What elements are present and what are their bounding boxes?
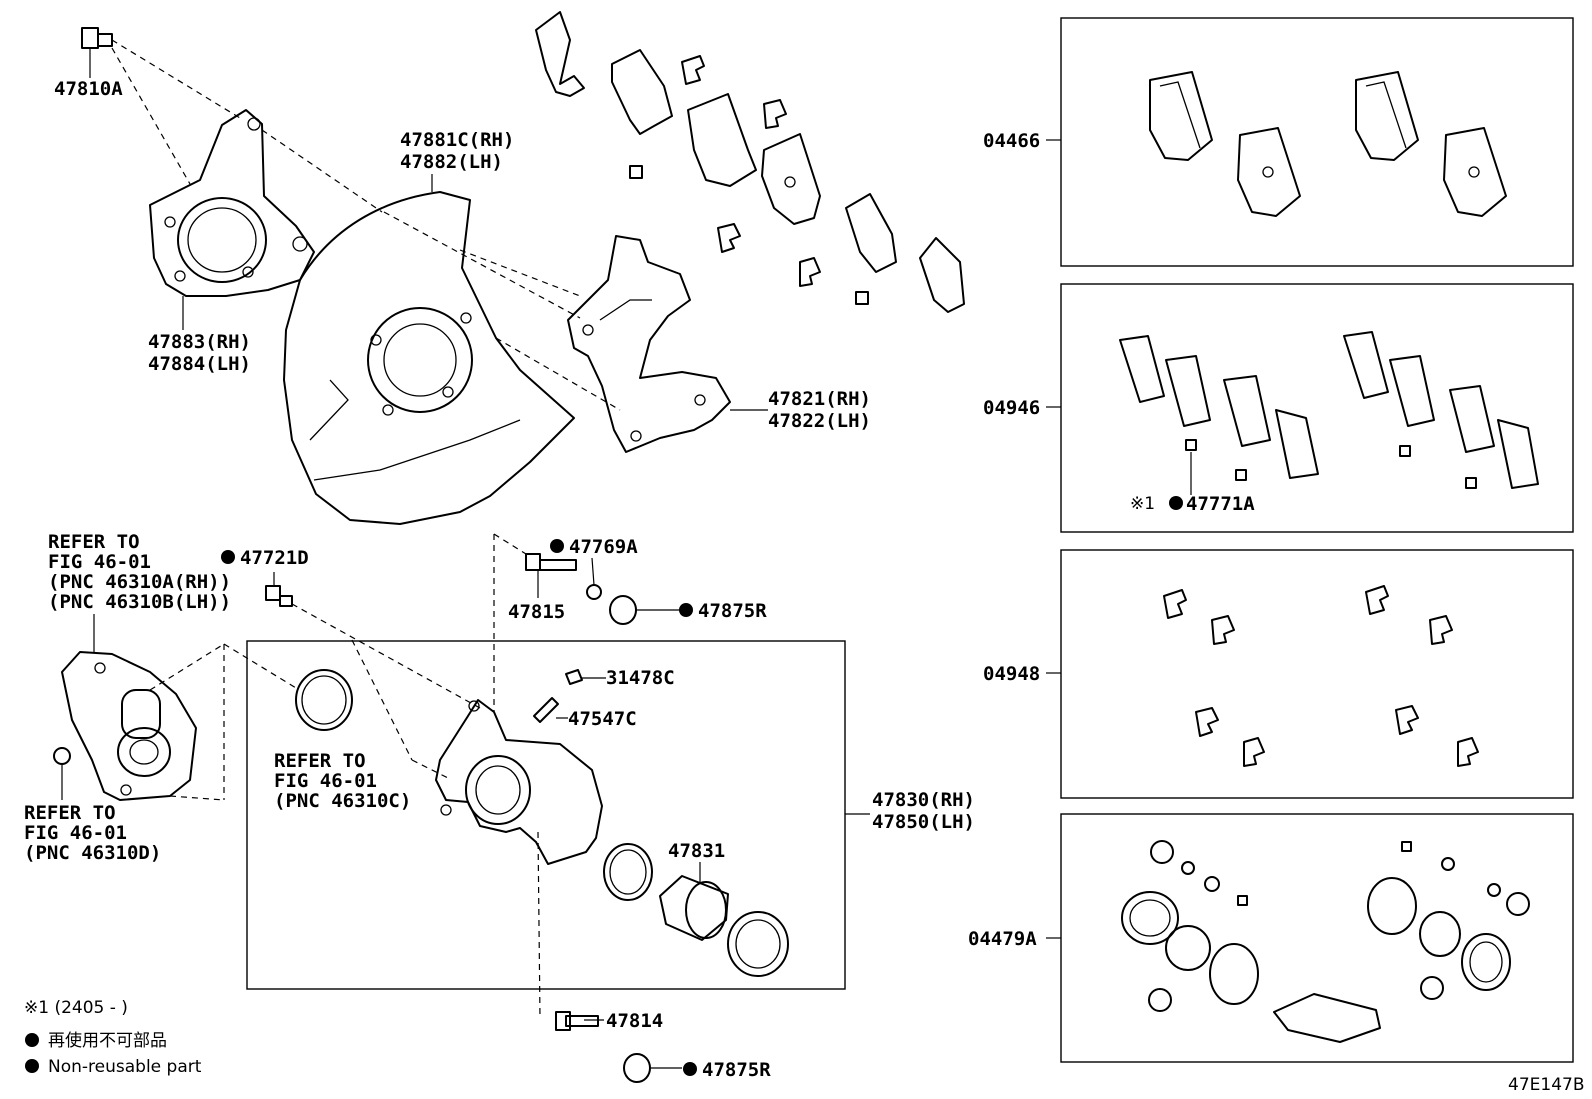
pad-set-04466 [1149, 71, 1507, 217]
parking-motor [61, 651, 197, 801]
callout-47881C: 47881C(RH) [400, 129, 514, 151]
callout-47875R-a: 47875R [698, 600, 767, 622]
kit-box-04948 [1060, 549, 1574, 799]
refer-b-line-1: REFER TO [274, 750, 366, 772]
callout-47850: 47850(LH) [872, 811, 975, 833]
boot-47769A [586, 584, 602, 600]
mounting-bracket-47821 [567, 235, 731, 453]
legend-dot-jp [25, 1033, 39, 1047]
seal-kit-04479A [1121, 840, 1530, 1043]
figure-id: 47E147B [1508, 1075, 1584, 1095]
cap-47875R-b [623, 1053, 651, 1083]
legend-dot-en [25, 1059, 39, 1073]
legend-note-1: ※1 (2405 - ) [24, 998, 128, 1018]
callout-47769A: 47769A [569, 536, 638, 558]
callout-47547C: 47547C [568, 708, 637, 730]
callout-04479A: 04479A [968, 928, 1037, 950]
refer-c-line-2: FIG 46-01 [24, 822, 127, 844]
knuckle-47883 [149, 109, 315, 297]
legend-en: Non-reusable part [48, 1057, 202, 1077]
piston-47831 [659, 875, 729, 941]
callout-47771A: 47771A [1186, 493, 1255, 515]
refer-a-line-2: FIG 46-01 [48, 551, 151, 573]
callout-47721D: 47721D [240, 547, 309, 569]
refer-b-line-3: (PNC 46310C) [274, 790, 411, 812]
callout-31478C: 31478C [606, 667, 675, 689]
refer-a-line-4: (PNC 46310B(LH)) [48, 591, 231, 613]
callout-47875R-b: 47875R [702, 1059, 771, 1081]
callout-47883: 47883(RH) [148, 331, 251, 353]
callout-47821: 47821(RH) [768, 388, 871, 410]
clip-set-04948 [1163, 585, 1479, 767]
seal-ring-refer-b [295, 669, 353, 731]
note-mark-47771A: ※1 [1130, 494, 1155, 514]
piston-boot [727, 911, 789, 977]
non-reusable-dot [221, 550, 235, 564]
non-reusable-dot [550, 539, 564, 553]
cap-31478C [565, 669, 583, 685]
pad-parts-top [535, 11, 965, 313]
refer-c-line-1: REFER TO [24, 802, 116, 824]
non-reusable-dot [1169, 496, 1183, 510]
caliper-box [246, 640, 846, 990]
bleeder-47547C [533, 697, 559, 723]
kit-box-04466 [1060, 17, 1574, 267]
cap-47875R-a [609, 595, 637, 625]
non-reusable-dot [683, 1062, 697, 1076]
bolt-47721D [265, 585, 293, 607]
callout-04946: 04946 [983, 397, 1040, 419]
callout-47814: 47814 [606, 1010, 663, 1032]
dust-cover-47881C [283, 191, 575, 525]
non-reusable-dot [679, 603, 693, 617]
guide-pin-47814 [555, 1011, 599, 1031]
callout-47815: 47815 [508, 601, 565, 623]
legend-jp: 再使用不可部品 [48, 1030, 167, 1051]
refer-a-line-3: (PNC 46310A(RH)) [48, 571, 231, 593]
motor-bolt [53, 747, 71, 765]
callout-04948: 04948 [983, 663, 1040, 685]
piston-seal [603, 843, 653, 901]
refer-c-line-3: (PNC 46310D) [24, 842, 161, 864]
callout-47822: 47822(LH) [768, 410, 871, 432]
refer-a-line-1: REFER TO [48, 531, 140, 553]
shim-set-04946 [1119, 331, 1539, 489]
callout-47810A: 47810A [54, 78, 123, 100]
bolt-47810A [81, 27, 113, 49]
callout-47884: 47884(LH) [148, 353, 251, 375]
refer-b-line-2: FIG 46-01 [274, 770, 377, 792]
callout-47882: 47882(LH) [400, 151, 503, 173]
callout-47831: 47831 [668, 840, 725, 862]
callout-47830: 47830(RH) [872, 789, 975, 811]
caliper-body [435, 699, 603, 865]
kit-box-04479A [1060, 813, 1574, 1063]
kit-box-04946 [1060, 283, 1574, 533]
callout-04466: 04466 [983, 130, 1040, 152]
guide-pin-47815 [525, 553, 577, 571]
